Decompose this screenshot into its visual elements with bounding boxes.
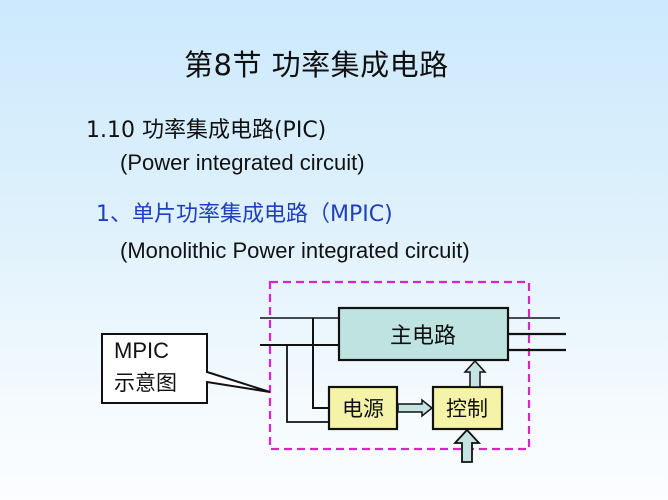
callout-line-1: MPIC <box>114 338 169 363</box>
control-label: 控制 <box>446 397 488 421</box>
supply-branch-line-2 <box>286 345 330 423</box>
supply-branch-line-1 <box>312 318 330 409</box>
mpic-callout-box <box>101 333 271 404</box>
subsection-heading-english: (Monolithic Power integrated circuit) <box>120 238 470 263</box>
callout-line-2: 示意图 <box>114 371 177 395</box>
control-box <box>431 385 504 431</box>
external-input-arrow <box>452 428 482 463</box>
section-heading-english: (Power integrated circuit) <box>120 150 365 175</box>
section-heading: 1.10 功率集成电路(PIC) <box>86 118 327 143</box>
supply-to-control-arrow <box>397 398 434 418</box>
chip-boundary-dashed <box>268 280 531 451</box>
slide-title: 第8节 功率集成电路 <box>184 48 449 82</box>
subsection-heading: 1、单片功率集成电路（MPIC) <box>96 202 393 227</box>
main-circuit-box <box>337 306 510 362</box>
power-supply-box <box>327 385 399 431</box>
power-supply-label: 电源 <box>342 397 384 421</box>
main-circuit-label: 主电路 <box>390 324 456 349</box>
control-to-main-arrow <box>463 359 487 388</box>
